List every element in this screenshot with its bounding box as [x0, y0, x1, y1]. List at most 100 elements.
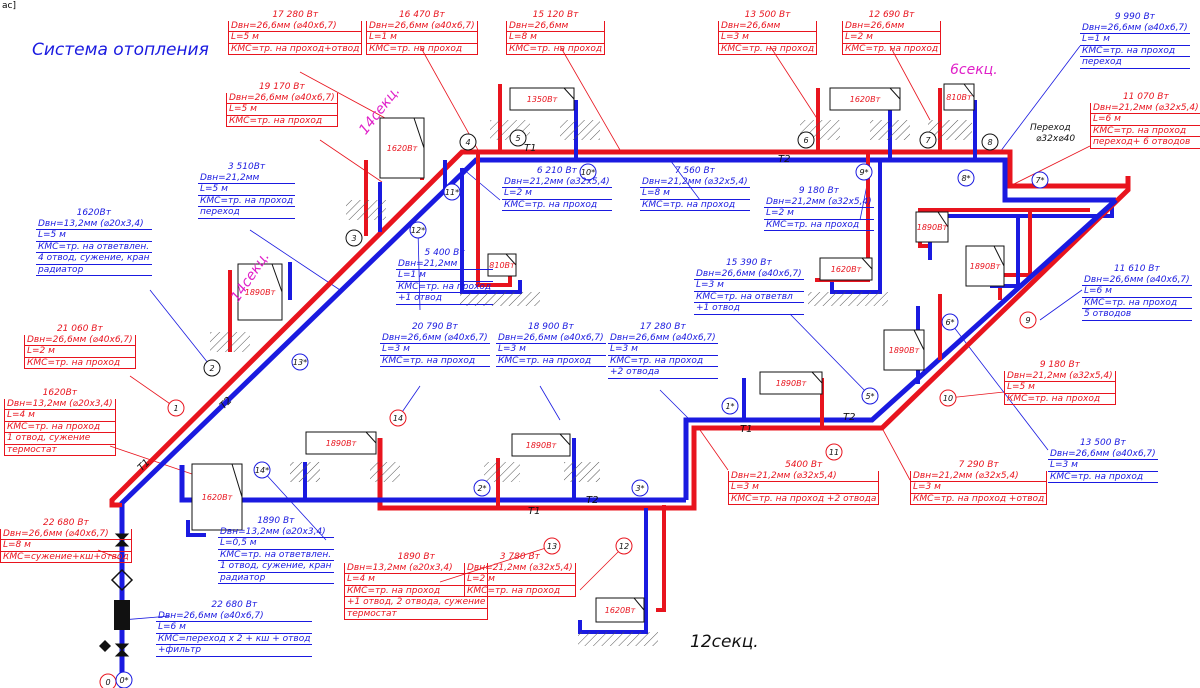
node-circle — [459, 133, 477, 151]
radiator: 1890Вт — [965, 245, 1005, 287]
pipe-label-t2: T2 — [843, 412, 856, 423]
node-circle — [631, 479, 649, 497]
section-param: +фильтр — [156, 645, 313, 657]
section-param: 5 отводов — [1082, 309, 1192, 321]
radiator: 810Вт — [487, 253, 517, 277]
section-power: 7 290 Вт — [958, 460, 999, 470]
section-param: КМС=тр. на проход — [464, 585, 576, 597]
radiator: 1620Вт — [829, 87, 901, 111]
radiator-power: 1890Вт — [970, 262, 1001, 271]
section-power: 22 680 Вт — [211, 600, 258, 610]
section-param: Dвн=21,2мм — [396, 259, 494, 270]
leader-line — [1039, 289, 1083, 321]
section-param: Dвн=13,2мм (⌀20x3,4) — [218, 527, 334, 538]
node-marker: 2 — [203, 359, 221, 377]
radiator-power: 1890Вт — [776, 379, 807, 388]
section-param: L=2 м — [24, 346, 136, 358]
radiator-valve-mark — [271, 263, 283, 293]
radiator-valve-mark — [913, 329, 925, 351]
section-power: 9 990 Вт — [1114, 12, 1155, 22]
radiator: 1620Вт — [595, 597, 645, 623]
section-param: КМС=тр. на проход — [1048, 472, 1158, 483]
node-marker: 6* — [941, 313, 959, 331]
node-marker: 5 — [509, 129, 527, 147]
radiator-body — [943, 83, 975, 111]
leader-line — [419, 45, 479, 151]
section-param: +1 отвод — [396, 293, 494, 305]
node-number: 0 — [105, 678, 110, 687]
section-power: 13 500 Вт — [1079, 438, 1126, 448]
radiator-power: 1620Вт — [202, 493, 233, 502]
radiator: 1890Вт — [511, 433, 571, 457]
section-param: КМС=тр. на проход — [764, 220, 874, 231]
section-power: 22 680 Вт — [42, 518, 89, 528]
leader-line — [249, 229, 341, 291]
node-marker: 5* — [861, 387, 879, 405]
node-marker: 13* — [291, 353, 309, 371]
radiator-power: 1890Вт — [917, 223, 948, 232]
section-param: КМС=тр. на проход — [1090, 125, 1200, 137]
node-marker: 10* — [579, 163, 597, 181]
section-param: КМС=тр. на проход +отвод — [910, 493, 1048, 505]
radiator-body — [237, 263, 283, 321]
section-param: Dвн=26,6мм — [718, 20, 818, 32]
section-param: Dвн=21,2мм (⌀32x5,4) — [502, 176, 612, 188]
section-param: КМС=сужение+кш+отвод — [0, 551, 132, 563]
section-param: Dвн=21,2мм (⌀32x5,4) — [728, 470, 880, 482]
node-circle — [473, 479, 491, 497]
leader-line — [261, 469, 327, 541]
radiator-valve-mark — [889, 87, 901, 100]
node-number: 2* — [477, 484, 486, 493]
section-power: 17 280 Вт — [639, 322, 686, 332]
node-circle — [957, 169, 975, 187]
section-param: L=1 м — [1080, 34, 1190, 46]
section-param: КМС=тр. на проход — [366, 43, 478, 55]
section-param: КМС=тр. на проход — [198, 195, 296, 207]
floor-hatch — [210, 332, 250, 352]
node-marker: 0 — [99, 673, 117, 688]
section-param: КМС=тр. на проход — [344, 585, 489, 597]
section-param: КМС=тр. на проход — [396, 281, 494, 293]
section-param: +1 отвод, 2 отвода, сужение — [344, 597, 489, 609]
section-param: Dвн=26,6мм (⌀40x6,7) — [1048, 448, 1158, 460]
section-param: L=5 м — [228, 32, 363, 44]
section-power: 18 900 Вт — [527, 322, 574, 332]
node-marker: 7 — [919, 131, 937, 149]
leader-line — [669, 159, 701, 201]
section-power: 6 210 Вт — [536, 166, 577, 176]
radiator: 1890Вт — [759, 371, 823, 395]
section-param: КМС=тр. на ответвлен. — [218, 550, 334, 561]
node-circle — [797, 131, 815, 149]
leader-line — [417, 229, 421, 311]
section-param: Dвн=26,6мм (⌀40x6,7) — [228, 20, 363, 32]
pipe-segment — [656, 505, 666, 612]
node-circle — [253, 461, 271, 479]
section-param: L=3 м — [694, 280, 804, 292]
node-circle — [543, 537, 561, 555]
section-param: L=3 м — [496, 344, 606, 356]
section-param: радиатор — [218, 573, 334, 584]
leader-line — [149, 289, 213, 369]
section-param: L=1 м — [396, 270, 494, 282]
floor-hatch — [370, 462, 400, 482]
section-param: L=4 м — [4, 410, 116, 422]
radiator-valve-mark — [563, 87, 575, 100]
filter-symbol — [110, 568, 134, 592]
section-param: Dвн=26,6мм (⌀40x6,7) — [156, 611, 313, 622]
section-param: L=5 м — [198, 184, 296, 196]
section-param: КМС=тр. на проход+отвод — [228, 43, 363, 55]
radiator-valve-mark — [811, 371, 823, 384]
section-param: Dвн=26,6мм (⌀40x6,7) — [380, 332, 490, 344]
pipe-segment — [110, 500, 122, 507]
radiator-valve-mark — [365, 431, 377, 444]
section-param: +2 отвода — [608, 367, 718, 379]
leader-line — [579, 545, 625, 591]
